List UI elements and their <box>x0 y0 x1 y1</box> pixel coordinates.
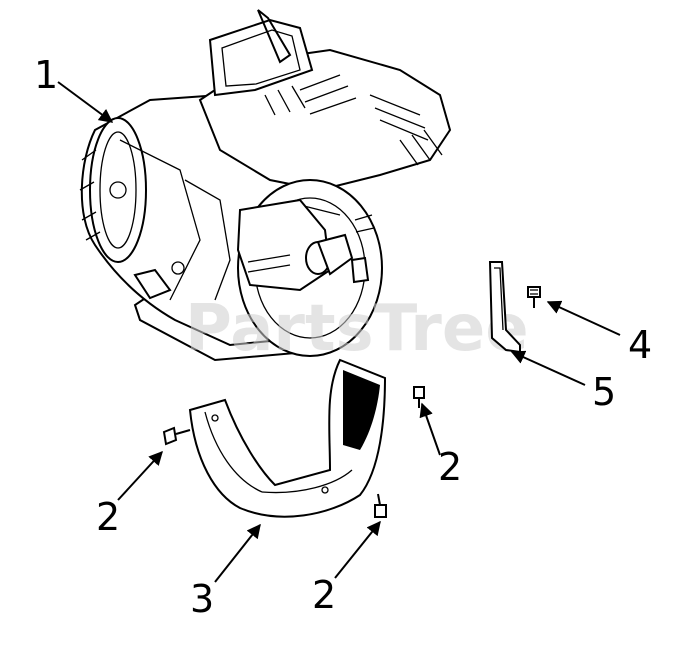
callout-3: 3 <box>190 577 214 621</box>
callout-2-bottom: 2 <box>312 573 336 617</box>
bolt-part-4 <box>527 286 541 308</box>
leader-lines <box>57 81 621 583</box>
engine-assembly <box>79 9 452 362</box>
screw-part-2a <box>162 426 191 446</box>
screw-part-2c <box>374 493 387 518</box>
callout-4: 4 <box>628 323 652 367</box>
callout-5: 5 <box>592 370 616 414</box>
watermark-text: PartsTree <box>185 292 529 366</box>
callout-2-left: 2 <box>96 495 120 539</box>
bracket-part <box>488 261 521 354</box>
callout-1: 1 <box>34 53 58 97</box>
callout-2-right: 2 <box>438 445 462 489</box>
screw-part-2b <box>413 386 425 408</box>
shield-part-3 <box>188 358 387 518</box>
